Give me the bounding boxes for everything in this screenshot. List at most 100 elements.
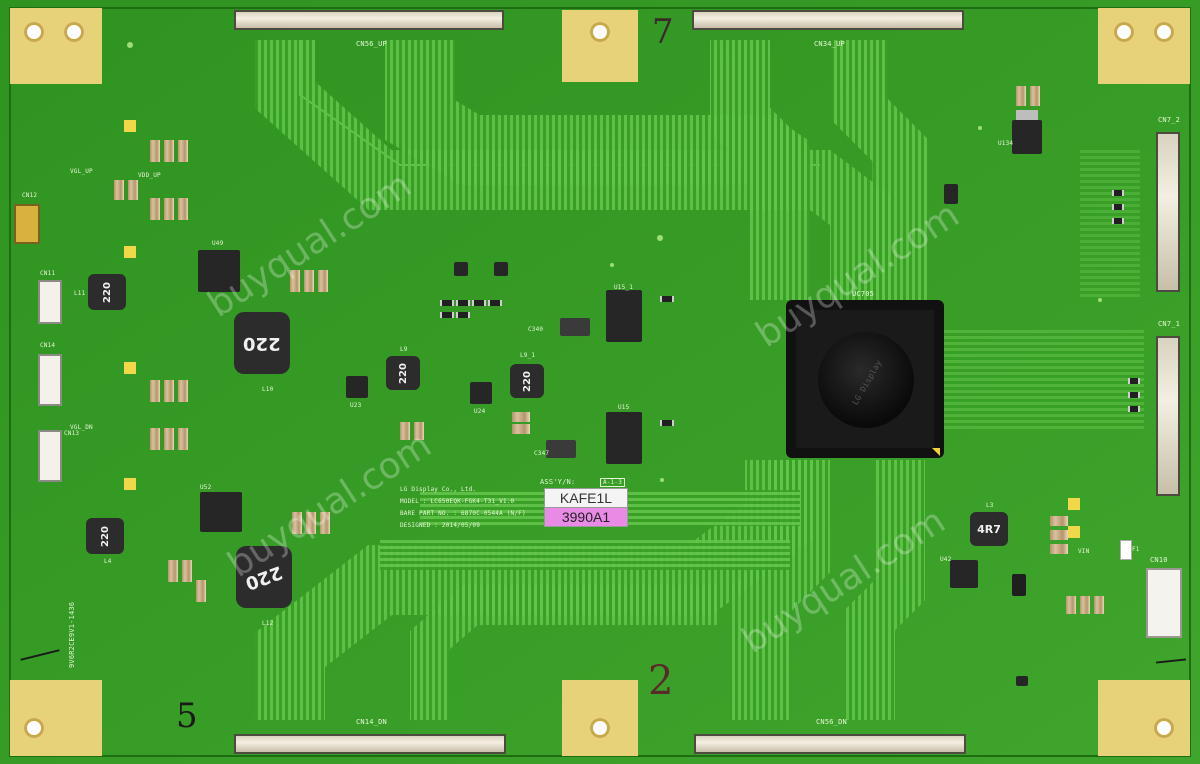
resistor (472, 300, 486, 306)
ic-u49 (198, 250, 240, 292)
serial-sticker-top: KAFE1L (544, 488, 628, 508)
connector-cn7-2 (1156, 132, 1180, 292)
connector-cn14-dn (234, 734, 506, 754)
main-chip-label: UC705 (852, 290, 875, 298)
resistor (1128, 378, 1140, 384)
capacitor (178, 198, 188, 220)
mount-hole-bl (24, 718, 44, 738)
label-vdd-up: VDD_UP (138, 172, 161, 179)
capacitor (1030, 86, 1040, 106)
capacitor (164, 140, 174, 162)
connector-label: CN56_DN (816, 718, 847, 726)
resistor (1112, 204, 1124, 210)
silk-rev: A-1-3 (600, 478, 626, 487)
test-pad (124, 120, 136, 132)
capacitor (1016, 86, 1026, 106)
ref-u15: U15 (618, 404, 630, 411)
sticker-text: KAFE1L (559, 490, 613, 506)
connector-label: CN34_UP (814, 40, 845, 48)
connector-label: CN7_1 (1158, 320, 1181, 328)
resistor (1112, 218, 1124, 224)
capacitor (1050, 530, 1068, 540)
inductor-value: 220 (243, 332, 281, 354)
connector-cn56-up (234, 10, 504, 30)
capacitor (178, 140, 188, 162)
tantalum-cap-c347 (546, 440, 576, 458)
resistor (440, 312, 454, 318)
ref-l12: L12 (262, 620, 274, 627)
connector-label: CN14 (40, 342, 56, 349)
capacitor (196, 580, 206, 602)
connector-label: CN13 (64, 430, 80, 437)
capacitor (1050, 544, 1068, 554)
mount-hole-tl-a (24, 22, 44, 42)
resistor (488, 300, 502, 306)
capacitor (306, 512, 316, 534)
connector-cn13 (38, 430, 62, 482)
ic-small (1012, 574, 1026, 596)
connector-cn14 (38, 354, 62, 406)
connector-cn34-up (692, 10, 964, 30)
test-pad (1068, 498, 1080, 510)
ic-u24 (470, 382, 492, 404)
capacitor (150, 428, 160, 450)
connector-cn56-dn (694, 734, 966, 754)
resistor (660, 296, 674, 302)
connector-cn12 (14, 204, 40, 244)
capacitor (150, 380, 160, 402)
resistor (660, 420, 674, 426)
label-vin: VIN (1078, 548, 1090, 555)
capacitor (182, 560, 192, 582)
ref-u23: U23 (350, 402, 362, 409)
test-pad (1068, 526, 1080, 538)
ic-u15 (606, 412, 642, 464)
inductor-l4: 220 (86, 518, 124, 554)
silk-designed: DESIGNED : 2014/05/09 (400, 522, 481, 529)
ic-small (1016, 676, 1028, 686)
corner-pad-tl (10, 8, 102, 84)
ref-c340: C340 (528, 326, 544, 333)
main-chip-dome (818, 332, 914, 428)
resistor (456, 312, 470, 318)
mount-hole-tr-b (1154, 22, 1174, 42)
ic-u52 (200, 492, 242, 532)
connector-cn7-1 (1156, 336, 1180, 496)
inductor-l9-1: 220 (510, 364, 544, 398)
ref-c347: C347 (534, 450, 550, 457)
inductor-value: 4R7 (977, 522, 1001, 536)
capacitor (318, 270, 328, 292)
silk-assy-label: ASS'Y/N: (540, 478, 576, 486)
capacitor (168, 560, 178, 582)
resistor (1112, 190, 1124, 196)
ref-u134: U134 (998, 140, 1014, 147)
connector-label: CN12 (22, 192, 38, 199)
ref-u42: U42 (940, 556, 952, 563)
resistor (1128, 406, 1140, 412)
connector-label: CN7_2 (1158, 116, 1181, 124)
handwritten-mark-bottom-left: 5 (176, 696, 198, 736)
resistor (440, 300, 454, 306)
capacitor (1066, 596, 1076, 614)
inductor-value: 220 (397, 362, 409, 384)
ref-u49: U49 (212, 240, 224, 247)
inductor-value: 220 (99, 525, 111, 547)
test-pad (124, 246, 136, 258)
ref-l9-1: L9_1 (520, 352, 536, 359)
resistor (456, 300, 470, 306)
ic-u23 (346, 376, 368, 398)
capacitor (1094, 596, 1104, 614)
mount-hole-tr-a (1114, 22, 1134, 42)
corner-pad-tr (1098, 8, 1190, 84)
mount-hole-br (1154, 718, 1174, 738)
inductor-l9: 220 (386, 356, 420, 390)
ic-u42 (950, 560, 978, 588)
capacitor (164, 380, 174, 402)
connector-label: CN11 (40, 270, 56, 277)
ic-u134 (1012, 120, 1042, 154)
mount-hole-top-mid (590, 22, 610, 42)
fuse-f1 (1120, 540, 1132, 560)
capacitor (1050, 516, 1068, 526)
inductor-value: 220 (101, 281, 113, 303)
